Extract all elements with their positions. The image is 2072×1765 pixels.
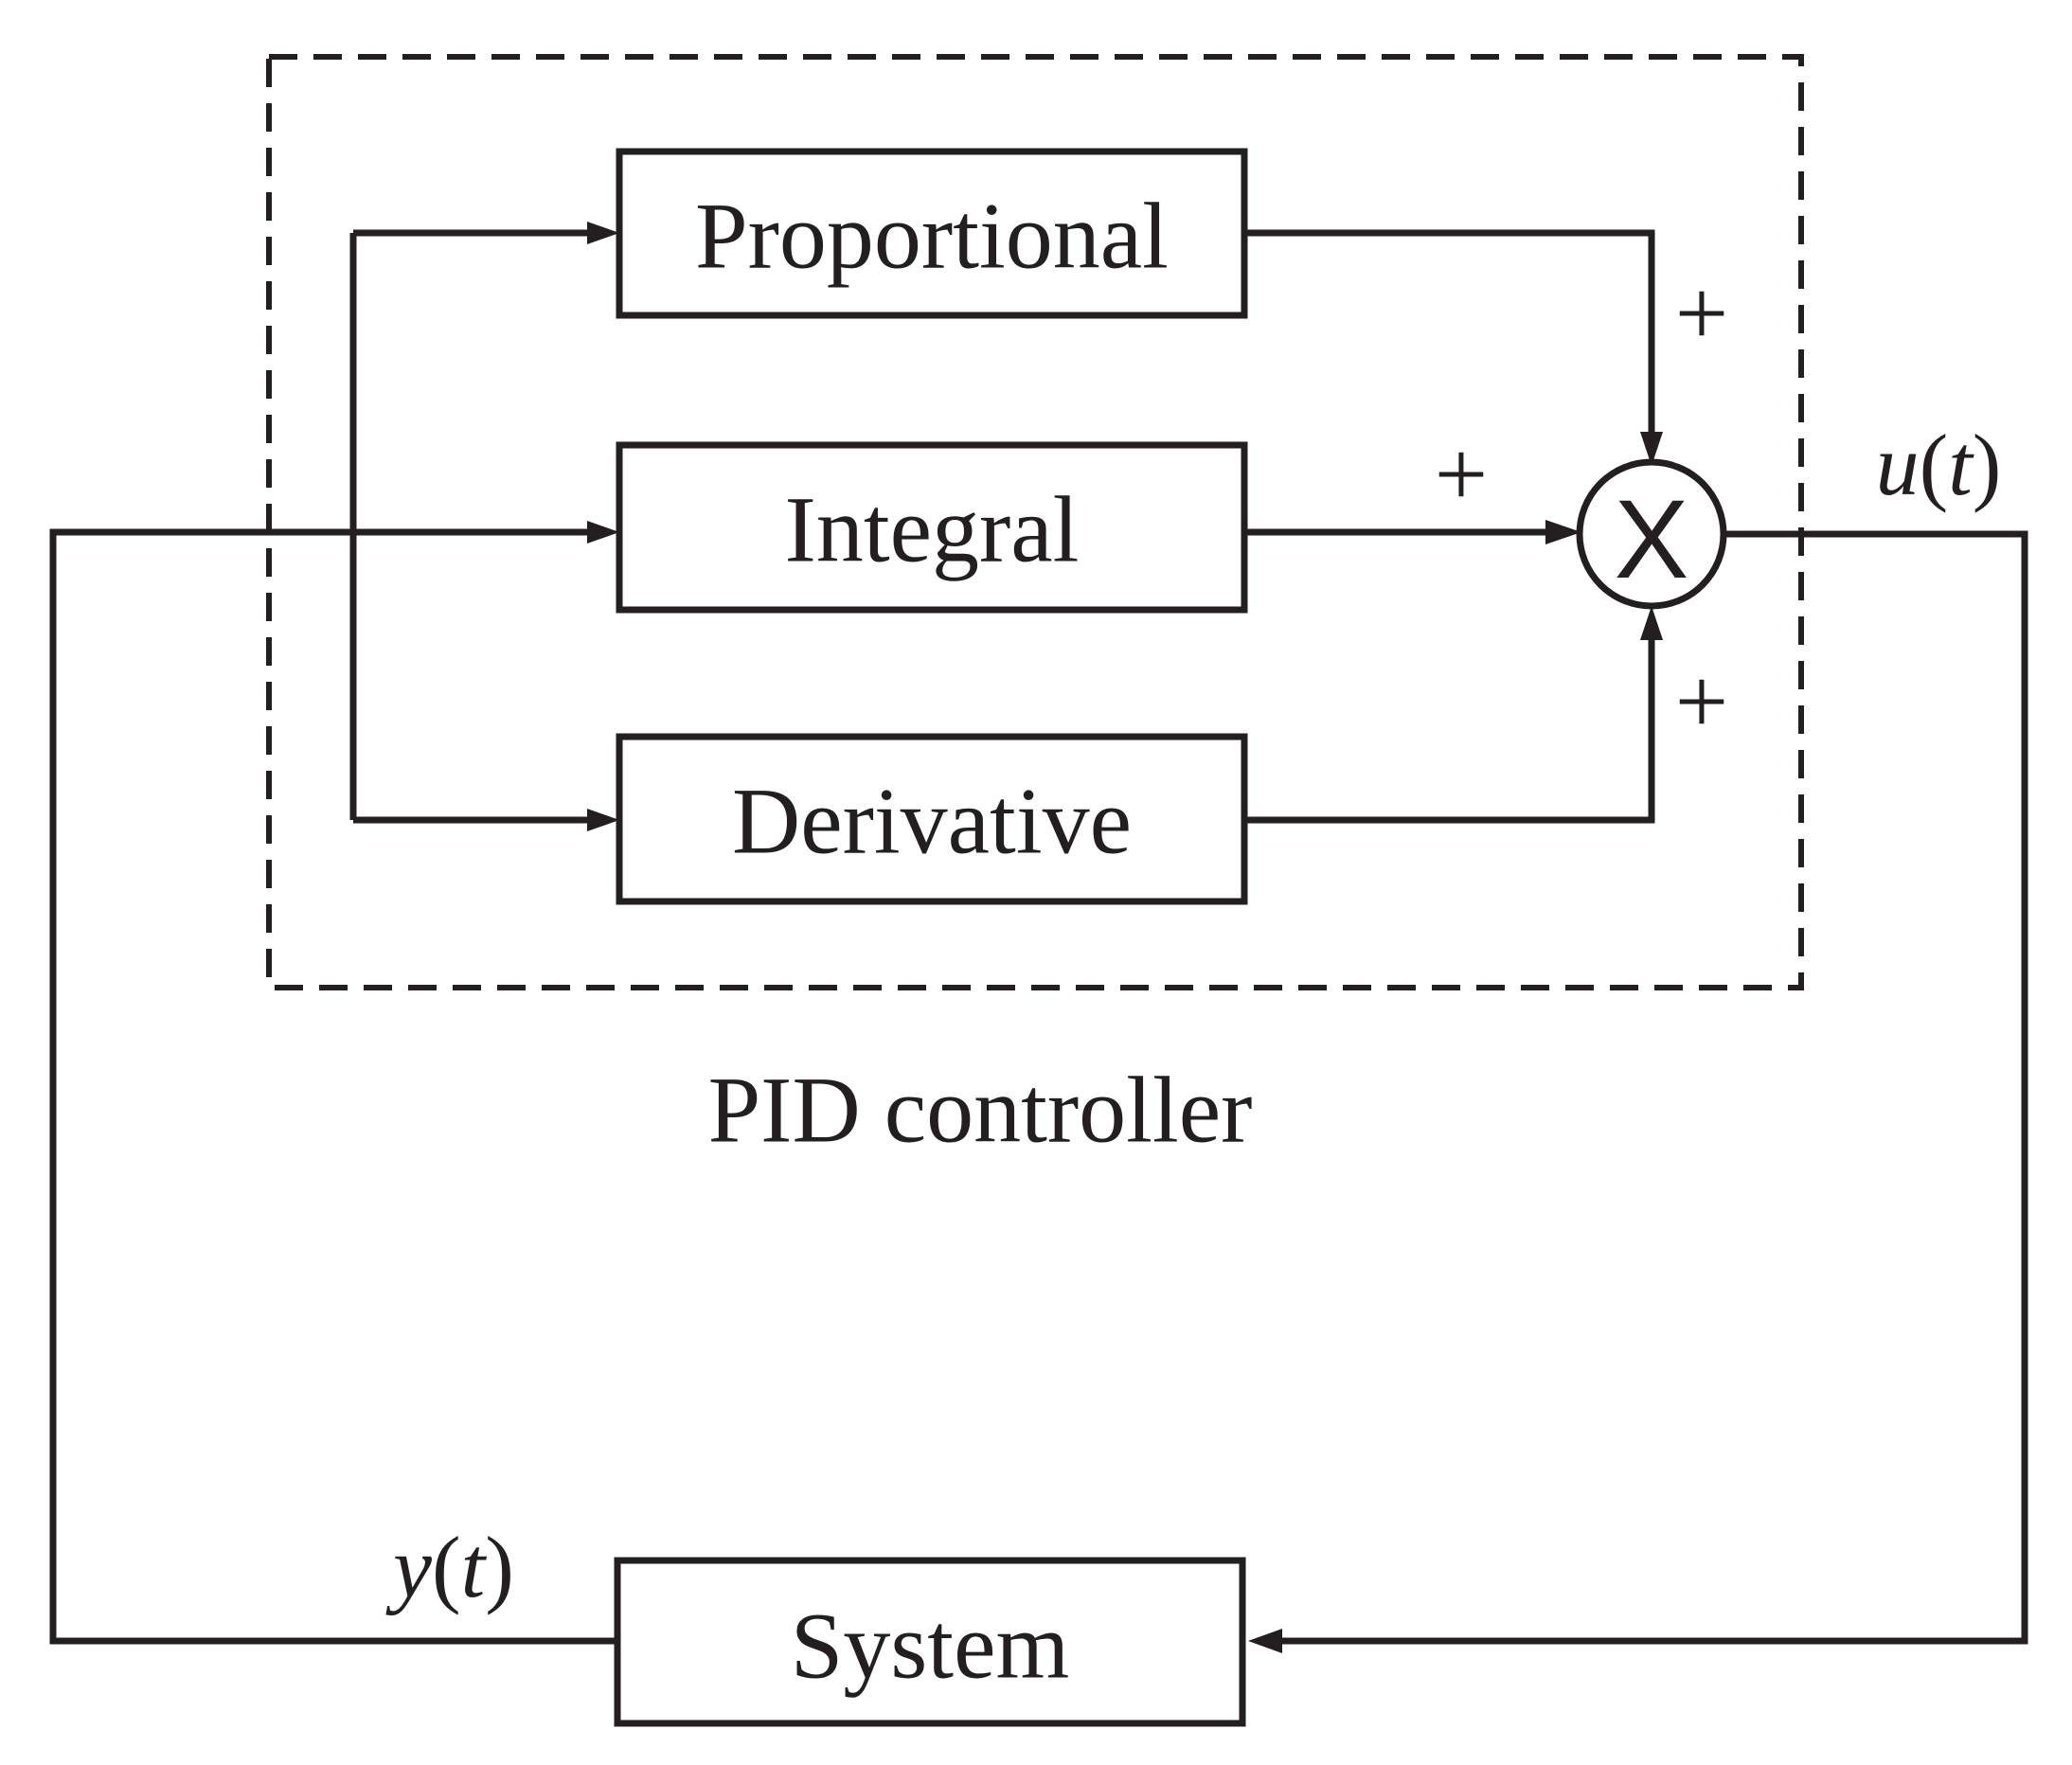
output-signal-var: u — [1876, 417, 1920, 513]
pid-controller-boundary — [266, 54, 1804, 990]
derivative-output-wire — [1244, 633, 1655, 824]
integral-label: Integral — [785, 477, 1080, 582]
arrowhead-sum-left — [1545, 520, 1581, 544]
output-signal-open: ( — [1920, 417, 1949, 513]
summing-junction-circle — [1576, 458, 1727, 610]
derivative-block: Derivative — [616, 733, 1248, 905]
summing-junction-symbol: X — [1615, 477, 1689, 602]
arrowhead-derivative-in — [587, 809, 619, 831]
arrowhead-proportional-in — [587, 222, 619, 244]
output-signal-label: u(t) — [1876, 417, 2002, 513]
feedback-loop-wire — [49, 528, 617, 1645]
output-loop-wire — [1277, 530, 2028, 1645]
sign-derivative: + — [1675, 649, 1728, 754]
feedback-signal-open: ( — [432, 1519, 461, 1615]
proportional-block: Proportional — [616, 148, 1248, 319]
derivative-label: Derivative — [732, 769, 1132, 874]
arrowhead-sum-bottom — [1640, 606, 1663, 640]
system-label: System — [791, 1594, 1069, 1699]
system-block: System — [614, 1557, 1246, 1727]
pid-controller-caption: PID controller — [708, 1058, 1253, 1163]
proportional-output-wire — [1244, 229, 1655, 437]
integral-block: Integral — [616, 441, 1248, 614]
arrowhead-integral-in — [587, 521, 619, 544]
feedback-signal-arg: t — [461, 1519, 488, 1615]
proportional-label: Proportional — [695, 184, 1169, 289]
feedback-signal-label: y(t) — [385, 1519, 514, 1615]
output-signal-close: ) — [1973, 417, 2002, 513]
output-signal-arg: t — [1948, 417, 1974, 513]
sign-integral: + — [1435, 421, 1488, 526]
feedback-signal-close: ) — [485, 1519, 514, 1615]
arrowhead-sum-top — [1640, 432, 1663, 466]
arrowhead-system-in — [1248, 1629, 1282, 1653]
sign-proportional: + — [1675, 260, 1728, 365]
feedback-signal-var: y — [385, 1519, 432, 1615]
summing-junction: X — [1576, 458, 1727, 610]
